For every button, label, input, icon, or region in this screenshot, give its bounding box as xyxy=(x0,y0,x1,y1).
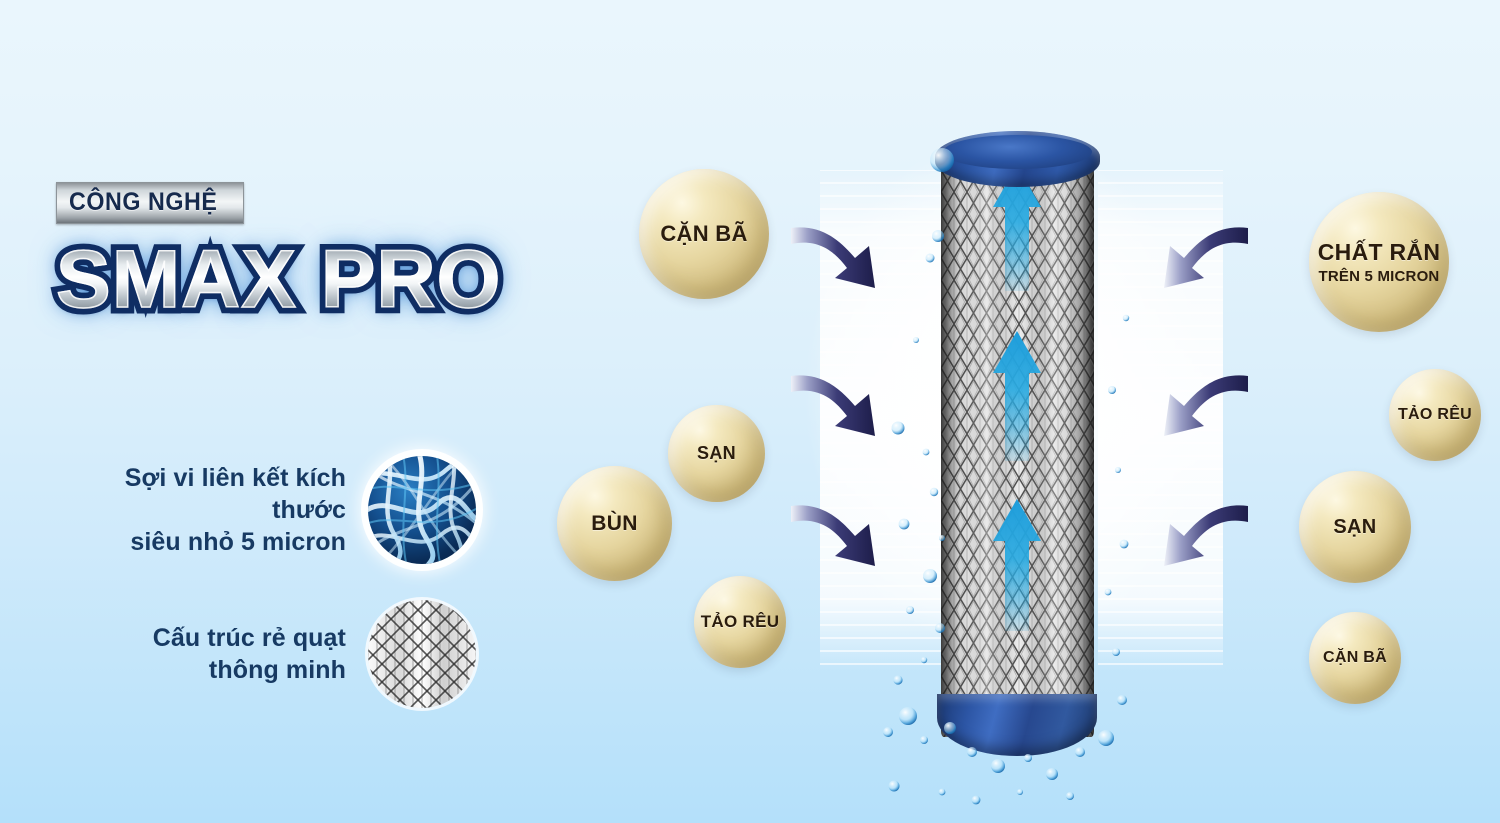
inflow-arrow-right-3 xyxy=(1130,500,1250,586)
inflow-arrow-right-2 xyxy=(1130,370,1250,456)
feature-label-line: thông minh xyxy=(208,656,346,684)
contaminant-sphere-left-1: CẶN BÃ xyxy=(639,169,769,299)
feature-label-line: Cấu trúc rẻ quạt xyxy=(152,624,346,652)
inflow-arrow-left-2 xyxy=(789,370,909,456)
contaminant-sphere-left-2: SẠN xyxy=(668,405,765,502)
brand-block: CÔNG NGHỆ SMAX PRO SMAX PRO xyxy=(49,182,576,332)
technology-badge: CÔNG NGHỆ xyxy=(56,182,244,224)
contaminant-sphere-right-2: TẢO RÊU xyxy=(1389,369,1481,461)
brand-name-outline: SMAX PRO xyxy=(49,228,506,332)
feature-label-pleat: Cấu trúc rẻ quạt thông minh xyxy=(56,622,346,686)
brand-name-wrap: SMAX PRO SMAX PRO xyxy=(49,228,576,332)
brand-name: SMAX PRO xyxy=(55,232,501,328)
inflow-arrow-left-1 xyxy=(789,222,909,308)
fiber-mesh-circle-icon xyxy=(368,456,476,564)
feature-label-line: siêu nhỏ 5 micron xyxy=(130,528,346,556)
cartridge-top-cap-face xyxy=(943,135,1092,169)
contaminant-sphere-right-4: CẶN BÃ xyxy=(1309,612,1401,704)
technology-badge-label: CÔNG NGHỆ xyxy=(69,188,218,216)
contaminant-label: CẶN BÃ xyxy=(1322,649,1388,666)
contaminant-sphere-right-1: CHẤT RẮN TRÊN 5 MICRON xyxy=(1309,192,1449,332)
contaminant-sphere-left-4: TẢO RÊU xyxy=(694,576,786,668)
contaminant-sphere-right-3: SẠN xyxy=(1299,471,1411,583)
cartridge-top-cap xyxy=(935,131,1100,187)
inflow-arrow-right-1 xyxy=(1130,222,1250,308)
contaminant-sphere-left-3: BÙN xyxy=(557,466,672,581)
water-filter-cartridge xyxy=(935,131,1100,756)
contaminant-label: SẠN xyxy=(1333,515,1377,538)
feature-label-line: Sợi vi liên kết kích thước xyxy=(124,464,346,524)
contaminant-sublabel: TRÊN 5 MICRON xyxy=(1318,268,1440,285)
cartridge-bottom-cap xyxy=(937,694,1097,756)
cartridge-filter-media xyxy=(941,159,1094,737)
feature-label-fiber: Sợi vi liên kết kích thước siêu nhỏ 5 mic… xyxy=(56,462,346,558)
pleated-structure-circle-icon xyxy=(368,600,476,708)
contaminant-label: CHẤT RẮN xyxy=(1317,239,1441,265)
feature-row-fiber: Sợi vi liên kết kích thước siêu nhỏ 5 mic… xyxy=(56,456,476,564)
contaminant-label: SẠN xyxy=(697,443,736,463)
feature-row-pleat: Cấu trúc rẻ quạt thông minh xyxy=(56,600,476,708)
inflow-arrow-left-3 xyxy=(789,500,909,586)
contaminant-label: BÙN xyxy=(591,511,638,535)
contaminant-label: TẢO RÊU xyxy=(700,612,780,631)
contaminant-label: TẢO RÊU xyxy=(1397,406,1473,423)
contaminant-label: CẶN BÃ xyxy=(660,221,748,246)
